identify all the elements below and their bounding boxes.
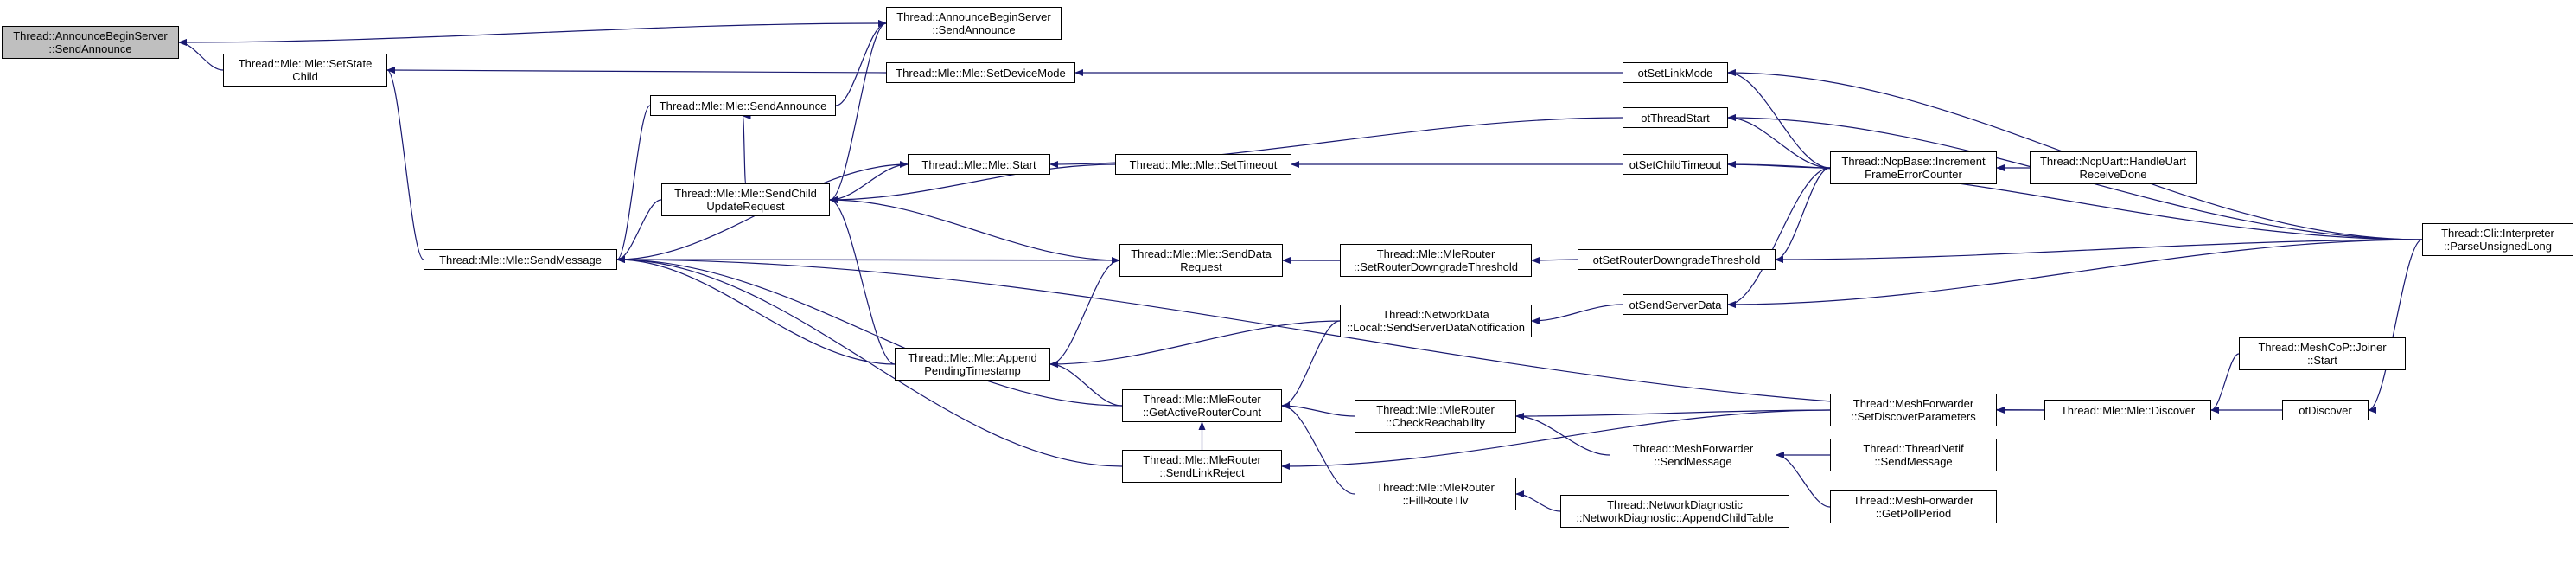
graph-node-n22[interactable]: Thread::NcpBase::Increment FrameErrorCou… — [1830, 151, 1997, 184]
edge-n25-to-n15 — [1515, 409, 1831, 420]
edge-n13-to-n3 — [616, 256, 1123, 407]
edge-n16-to-n13 — [1281, 402, 1355, 495]
graph-node-n24[interactable]: Thread::Cli::Interpreter ::ParseUnsigned… — [2422, 223, 2573, 256]
edge-n14-to-n3 — [616, 256, 1123, 467]
edge-n8-to-n7 — [829, 163, 1116, 203]
edge-n12-to-n7 — [829, 196, 896, 365]
edge-n7-to-n5 — [742, 112, 751, 184]
graph-node-n17[interactable]: otSetLinkMode — [1623, 62, 1728, 83]
graph-node-n31[interactable]: Thread::MeshCoP::Joiner ::Start — [2239, 337, 2406, 370]
graph-node-n3[interactable]: Thread::Mle::Mle::SendMessage — [424, 249, 617, 270]
graph-node-n1[interactable]: Thread::Mle::Mle::SetState Child — [223, 54, 387, 87]
edge-n13-to-n12 — [1049, 361, 1123, 407]
graph-node-n5[interactable]: Thread::Mle::Mle::SendAnnounce — [650, 95, 836, 116]
edge-n12-to-n9 — [1049, 257, 1120, 365]
graph-node-n29[interactable]: Thread::NetworkDiagnostic ::NetworkDiagn… — [1560, 495, 1789, 528]
edge-n7-to-n3 — [616, 199, 662, 263]
graph-node-n14[interactable]: Thread::Mle::MleRouter ::SendLinkReject — [1122, 450, 1282, 483]
edge-n25-to-n14 — [1281, 409, 1831, 470]
graph-node-n27[interactable]: Thread::ThreadNetif ::SendMessage — [1830, 439, 1997, 471]
graph-node-n9[interactable]: Thread::Mle::Mle::SendData Request — [1119, 244, 1283, 277]
edge-n12-to-n3 — [616, 256, 896, 365]
graph-node-n7[interactable]: Thread::Mle::Mle::SendChild UpdateReques… — [661, 183, 830, 216]
graph-node-n30[interactable]: Thread::Mle::Mle::Discover — [2044, 400, 2211, 420]
graph-node-n15[interactable]: Thread::Mle::MleRouter ::CheckReachabili… — [1355, 400, 1516, 433]
graph-node-n2[interactable]: Thread::AnnounceBeginServer ::SendAnnoun… — [886, 7, 1062, 40]
graph-node-n32[interactable]: otDiscover — [2282, 400, 2369, 420]
graph-node-n13[interactable]: Thread::Mle::MleRouter ::GetActiveRouter… — [1122, 389, 1282, 422]
graph-node-n6[interactable]: Thread::Mle::Mle::Start — [908, 154, 1050, 175]
edge-n22-to-n20 — [1775, 167, 1831, 263]
graph-node-n12[interactable]: Thread::Mle::Mle::Append PendingTimestam… — [895, 348, 1050, 381]
edge-n11-to-n13 — [1281, 320, 1341, 409]
edge-n22-to-n21 — [1727, 167, 1831, 308]
graph-node-n4[interactable]: Thread::Mle::Mle::SetDeviceMode — [886, 62, 1075, 83]
graph-node-root: Thread::AnnounceBeginServer ::SendAnnoun… — [2, 26, 179, 59]
edge-n30-to-n3 — [616, 256, 2045, 411]
graph-node-n28[interactable]: Thread::MeshForwarder ::GetPollPeriod — [1830, 490, 1997, 523]
graph-node-n21[interactable]: otSendServerData — [1623, 294, 1728, 315]
edge-n9-to-n7 — [829, 196, 1120, 261]
graph-node-n20[interactable]: otSetRouterDowngradeThreshold — [1578, 249, 1776, 270]
edge-n28-to-n26 — [1776, 452, 1831, 508]
graph-node-n26[interactable]: Thread::MeshForwarder ::SendMessage — [1610, 439, 1776, 471]
edge-n11-to-n12 — [1049, 320, 1341, 368]
edge-n3-to-n1 — [386, 67, 424, 260]
edge-n29-to-n16 — [1515, 490, 1561, 512]
edge-n21-to-n11 — [1531, 304, 1623, 324]
edge-n7-to-n6 — [829, 161, 909, 201]
graph-node-n23[interactable]: Thread::NcpUart::HandleUart ReceiveDone — [2030, 151, 2197, 184]
edge-n22-to-n18 — [1727, 114, 1831, 169]
edge-n1-to-root — [178, 39, 224, 71]
graph-node-n10[interactable]: Thread::Mle::MleRouter ::SetRouterDowngr… — [1340, 244, 1532, 277]
edge-n5-to-n2 — [835, 20, 887, 106]
graph-node-n11[interactable]: Thread::NetworkData ::Local::SendServerD… — [1340, 305, 1532, 337]
graph-node-n25[interactable]: Thread::MeshForwarder ::SetDiscoverParam… — [1830, 394, 1997, 426]
edge-n24-to-n32 — [2368, 239, 2423, 414]
edge-n5-to-n3 — [616, 105, 651, 263]
edge-n31-to-n30 — [2210, 353, 2240, 414]
graph-node-n8[interactable]: Thread::Mle::Mle::SetTimeout — [1115, 154, 1291, 175]
edge-n26-to-n15 — [1515, 413, 1610, 456]
edge-n24-to-n20 — [1775, 239, 2423, 263]
edge-n22-to-n17 — [1727, 69, 1831, 169]
edge-n7-to-n2 — [829, 20, 887, 201]
edge-n2-to-root — [178, 22, 887, 46]
edge-n24-to-n21 — [1727, 239, 2423, 308]
edge-n4-to-n1 — [386, 67, 887, 74]
graph-node-n16[interactable]: Thread::Mle::MleRouter ::FillRouteTlv — [1355, 478, 1516, 510]
graph-node-n18[interactable]: otThreadStart — [1623, 107, 1728, 128]
graph-node-n19[interactable]: otSetChildTimeout — [1623, 154, 1728, 175]
